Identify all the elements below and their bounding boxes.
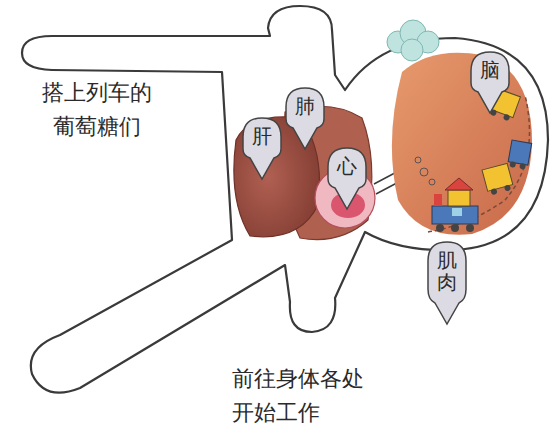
caption-text: 搭上列车的 葡萄糖们	[38, 76, 157, 144]
pin-label: 心	[337, 155, 357, 178]
pin-outline	[471, 52, 509, 113]
train-engine	[432, 178, 478, 232]
pin-outline	[243, 118, 281, 179]
track	[428, 95, 530, 232]
pin-label: 肺	[295, 95, 315, 118]
brain	[392, 53, 532, 235]
pin-outline	[428, 242, 466, 324]
cloud	[387, 20, 439, 61]
map-pin: 肺	[285, 87, 325, 150]
pin-label: 肌肉	[437, 249, 457, 293]
pin-label: 肝	[252, 125, 272, 148]
map-pin: 心	[327, 147, 367, 210]
pin-outline	[328, 148, 366, 209]
pin-label: 脑	[480, 59, 500, 82]
map-pin: 肝	[242, 117, 282, 180]
map-pin: 肌肉	[427, 241, 467, 325]
map-pin: 脑	[470, 51, 510, 114]
pin-outline	[286, 88, 324, 149]
train-car	[482, 163, 514, 196]
caption-text: 前往身体各处 开始工作	[232, 362, 373, 430]
train-car	[507, 140, 531, 170]
smoke	[415, 157, 435, 185]
body-outline	[22, 6, 548, 393]
